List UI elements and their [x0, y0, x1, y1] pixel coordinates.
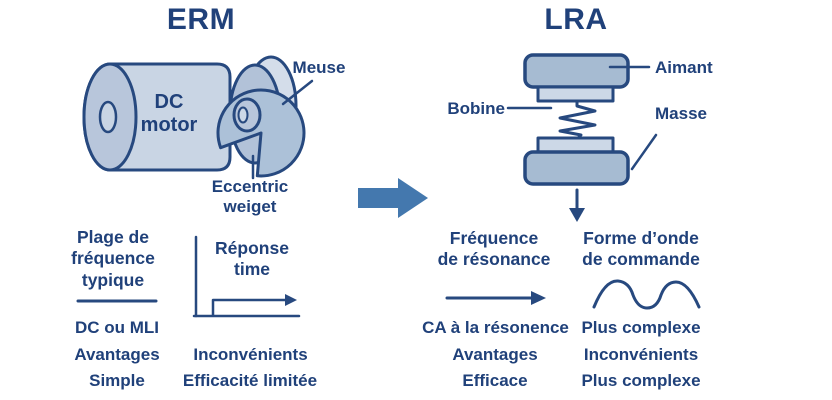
- eccentric-weight-label: Eccentric weiget: [211, 177, 289, 217]
- lra-col2-row-complex1: Plus complexe: [581, 318, 701, 337]
- sine-wave-icon: [592, 279, 701, 310]
- erm-col2-row-drawbacks: Inconvénients: [193, 345, 308, 364]
- transition-arrow-icon: [358, 178, 428, 218]
- mass-shape: [523, 150, 630, 186]
- lra-title: LRA: [544, 3, 608, 36]
- bobine-label: Bobine: [447, 99, 505, 118]
- dc-motor-label: DC motor: [140, 91, 198, 136]
- meuse-label: Meuse: [292, 58, 346, 77]
- bottom-plate: [536, 136, 615, 154]
- spring-icon: [558, 99, 597, 141]
- motor-shaft-hole: [98, 100, 118, 134]
- eccentric-mass: [216, 88, 306, 178]
- step-arrow-head: [285, 294, 297, 306]
- erm-motor-illustration: [82, 55, 314, 180]
- lra-col1-row-drive: CA à la résonence: [422, 318, 569, 337]
- lra-actuator-illustration: [506, 53, 658, 222]
- magnet-shape: [523, 53, 630, 89]
- resonance-arrow-icon: [445, 291, 546, 305]
- erm-title: ERM: [166, 3, 236, 36]
- erm-col1-header: Plage de fréquence typique: [71, 227, 155, 290]
- masse-label: Masse: [655, 104, 707, 123]
- erm-col1-row-simple: Simple: [89, 371, 145, 390]
- top-plate: [536, 85, 615, 103]
- lra-col1-row-advantages: Avantages: [452, 345, 538, 364]
- down-arrow-head: [569, 208, 585, 222]
- shaft-tip: [237, 106, 249, 124]
- step-response-graph: [192, 235, 301, 318]
- masse-pointer-line: [630, 133, 658, 171]
- lra-col2-header: Forme d’onde de commande: [582, 228, 700, 270]
- erm-col1-row-advantages: Avantages: [74, 345, 160, 364]
- aimant-label: Aimant: [655, 58, 713, 77]
- lra-col1-header: Fréquence de résonance: [437, 228, 551, 270]
- lra-col1-row-efficient: Efficace: [462, 371, 528, 390]
- lra-col2-row-drawbacks: Inconvénients: [583, 345, 699, 364]
- erm-col2-header: Réponse time: [215, 238, 289, 280]
- meuse-pointer-line: [281, 79, 314, 106]
- erm-col1-row-drive: DC ou MLI: [74, 318, 160, 337]
- erm-col2-row-efficiency: Efficacité limitée: [182, 371, 318, 390]
- step-line: [211, 298, 287, 317]
- lra-col2-row-complex2: Plus complexe: [581, 371, 701, 390]
- resonance-arrow-head: [531, 291, 546, 305]
